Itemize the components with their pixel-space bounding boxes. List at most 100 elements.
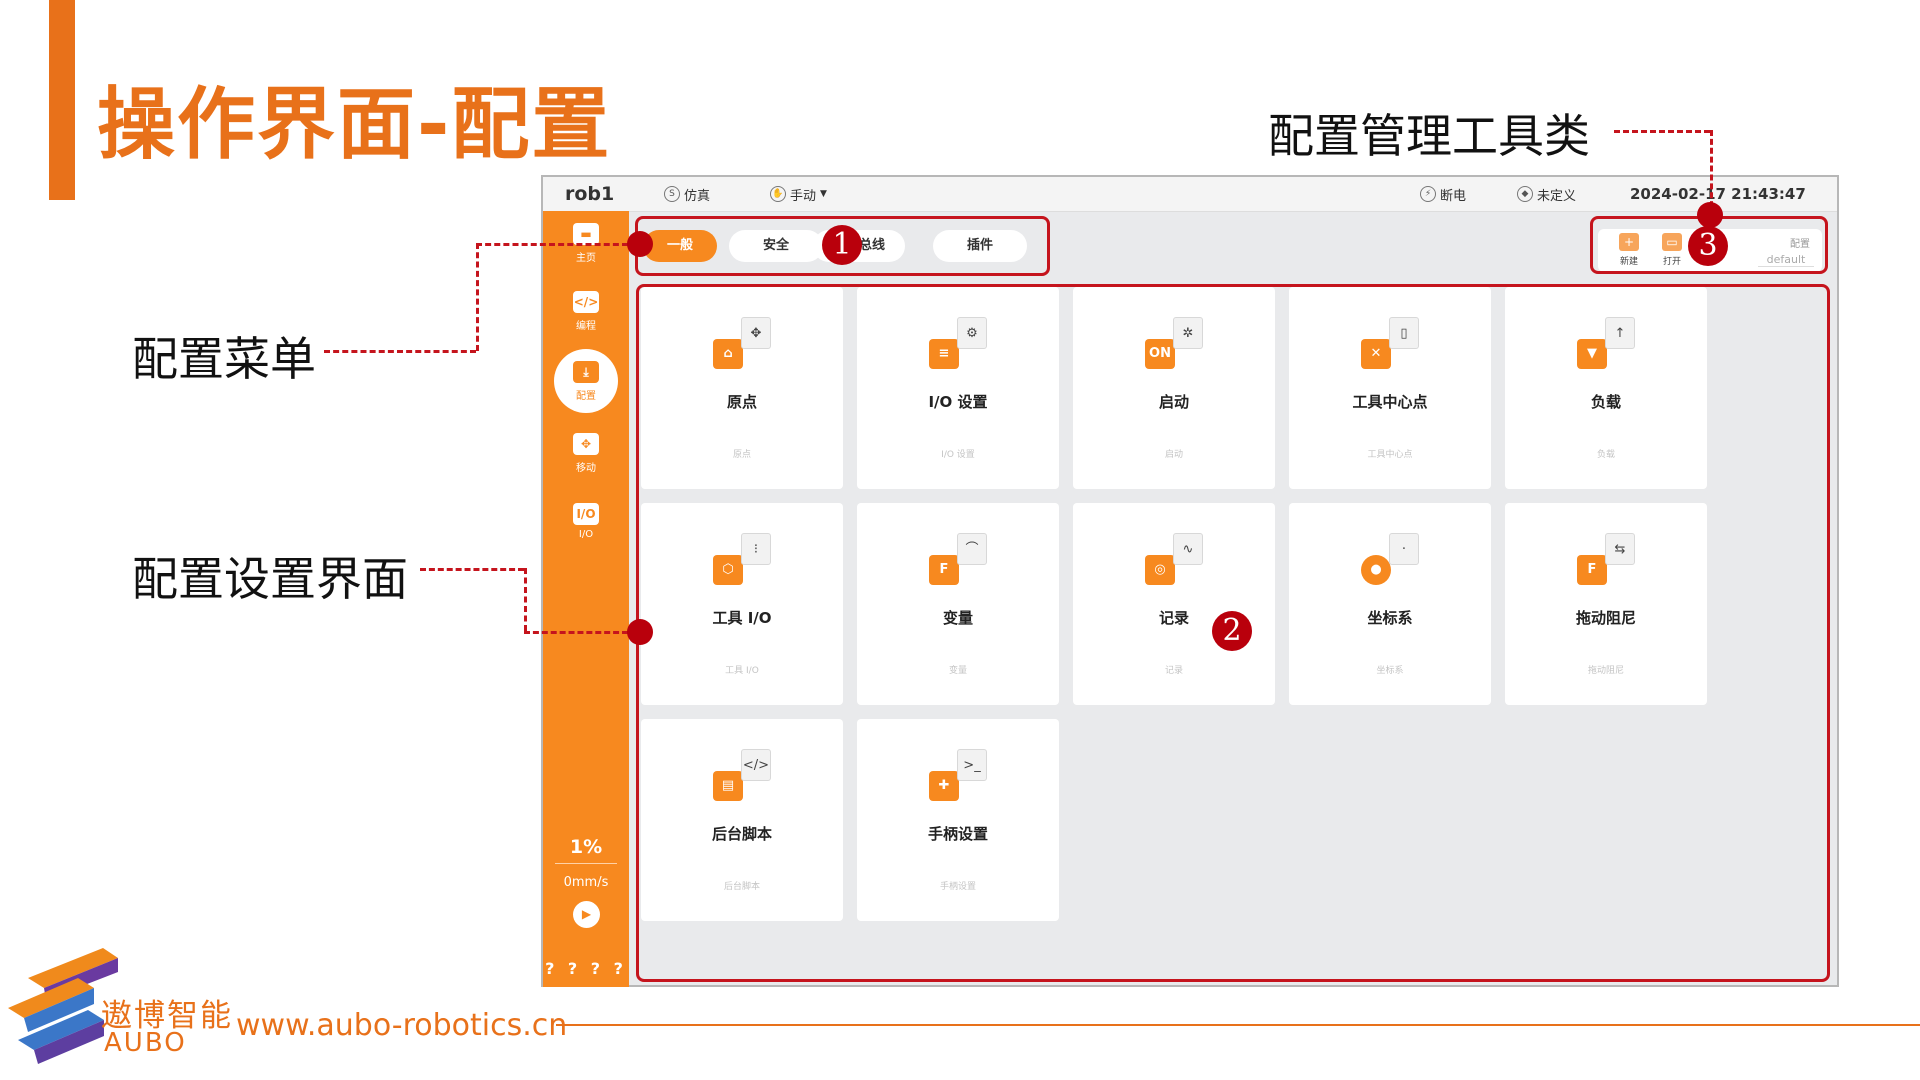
connector-line — [420, 568, 524, 571]
code-icon: </> — [573, 291, 599, 313]
brand-name-cn: 遨博智能 — [101, 998, 233, 1034]
power-status-label: 断电 — [1440, 188, 1467, 204]
sim-mode-label: 仿真 — [684, 188, 711, 204]
card-subtitle: 工具中心点 — [1367, 450, 1413, 460]
connector-line — [476, 243, 479, 351]
payload-icon: ▼↑ — [1577, 317, 1635, 369]
card-title: 拖动阻尼 — [1575, 609, 1636, 627]
config-icon: ⤓ — [573, 361, 599, 383]
drag-damping-icon: F⇆ — [1577, 533, 1635, 585]
sidebar-item-io[interactable]: I/O I/O — [543, 493, 629, 553]
card-coordinate[interactable]: ●· 坐标系 坐标系 — [1289, 503, 1491, 705]
config-label: 配置 — [1790, 239, 1810, 250]
sidebar-item-move[interactable]: ✥ 移动 — [543, 423, 629, 483]
card-startup[interactable]: ON✲ 启动 启动 — [1073, 287, 1275, 489]
badge-3: 3 — [1688, 226, 1728, 266]
card-subtitle: 记录 — [1164, 666, 1183, 676]
card-payload[interactable]: ▼↑ 负载 负载 — [1505, 287, 1707, 489]
marker-dot — [627, 231, 653, 257]
handle-settings-icon: ✚>_ — [929, 749, 987, 801]
speed-percent[interactable]: 1% — [569, 836, 603, 858]
website-link[interactable]: www.aubo-robotics.cn — [236, 1008, 568, 1043]
tab-plugins[interactable]: 插件 — [933, 230, 1027, 262]
move-icon: ✥ — [573, 433, 599, 455]
card-record[interactable]: ◎∿ 记录 记录 — [1073, 503, 1275, 705]
power-icon: ⚡ — [1420, 186, 1436, 202]
card-tool-io[interactable]: ⬡⁝ 工具 I/O 工具 I/O — [641, 503, 843, 705]
callout-config-panel: 配置设置界面 — [132, 552, 408, 606]
card-subtitle: 坐标系 — [1376, 666, 1404, 676]
background-script-icon: ▤</> — [713, 749, 771, 801]
card-io-settings[interactable]: ≡⚙ I/O 设置 I/O 设置 — [857, 287, 1059, 489]
sim-mode-button[interactable]: S 仿真 — [664, 177, 710, 211]
card-title: 原点 — [726, 393, 757, 411]
card-title: 工具中心点 — [1352, 393, 1428, 411]
connector-line — [524, 568, 527, 631]
card-title: 负载 — [1590, 393, 1621, 411]
card-subtitle: 启动 — [1164, 450, 1183, 460]
sidebar-item-label: 主页 — [576, 253, 596, 264]
brand-name-en: AUBO — [104, 1028, 187, 1058]
sidebar-item-program[interactable]: </> 编程 — [543, 281, 629, 341]
card-title: I/O 设置 — [928, 393, 988, 411]
io-settings-icon: ≡⚙ — [929, 317, 987, 369]
top-bar: rob1 S 仿真 ✋ 手动 ▼ ⚡ 断电 ◆ 未定义 2024-02-17 2… — [543, 177, 1837, 212]
marker-dot — [627, 619, 653, 645]
open-config-button[interactable]: ▭ 打开 — [1655, 233, 1689, 267]
footer-line — [556, 1024, 1920, 1026]
connector-line — [524, 631, 628, 634]
variable-icon: F⌒ — [929, 533, 987, 585]
sidebar-item-config[interactable]: ⤓ 配置 — [554, 349, 618, 413]
card-subtitle: 拖动阻尼 — [1587, 666, 1624, 676]
card-title: 后台脚本 — [711, 825, 772, 843]
open-config-label: 打开 — [1662, 257, 1681, 267]
card-subtitle: 变量 — [948, 666, 967, 676]
coordinate-icon: ●· — [1361, 533, 1419, 585]
sidebar-item-home[interactable]: ▬ 主页 — [543, 213, 629, 273]
home-icon: ▬ — [573, 223, 599, 245]
card-drag-damping[interactable]: F⇆ 拖动阻尼 拖动阻尼 — [1505, 503, 1707, 705]
card-title: 启动 — [1158, 393, 1189, 411]
hand-icon: ✋ — [770, 186, 786, 202]
marker-dot — [1697, 202, 1723, 228]
new-config-button[interactable]: + 新建 — [1612, 233, 1646, 267]
card-subtitle: 工具 I/O — [725, 666, 759, 676]
tool-io-icon: ⬡⁝ — [713, 533, 771, 585]
sidebar-footer: ? ? ? ? — [545, 959, 627, 978]
slide-title: 操作界面-配置 — [97, 80, 612, 170]
sidebar-item-label: 编程 — [576, 321, 596, 332]
accent-bar — [49, 0, 75, 200]
simulation-icon: S — [664, 186, 680, 202]
power-status[interactable]: ⚡ 断电 — [1420, 177, 1466, 211]
config-name-field[interactable]: default — [1758, 253, 1814, 267]
speed-value: 0mm/s — [563, 875, 609, 890]
safety-status-label: 未定义 — [1537, 188, 1577, 204]
aubo-logo-icon — [8, 948, 118, 1064]
shield-icon: ◆ — [1517, 186, 1533, 202]
card-tcp[interactable]: ✕▯ 工具中心点 工具中心点 — [1289, 287, 1491, 489]
badge-2: 2 — [1212, 611, 1252, 651]
connector-line — [476, 243, 628, 246]
card-handle-settings[interactable]: ✚>_ 手柄设置 手柄设置 — [857, 719, 1059, 921]
play-icon[interactable]: ▶ — [573, 901, 600, 928]
startup-icon: ON✲ — [1145, 317, 1203, 369]
new-config-label: 新建 — [1619, 257, 1638, 267]
card-subtitle: 负载 — [1596, 450, 1615, 460]
badge-1: 1 — [822, 225, 862, 265]
card-home-position[interactable]: ⌂✥ 原点 原点 — [641, 287, 843, 489]
control-mode-dropdown[interactable]: ✋ 手动 ▼ — [770, 177, 827, 211]
safety-status[interactable]: ◆ 未定义 — [1517, 177, 1576, 211]
datetime: 2024-02-17 21:43:47 — [1630, 185, 1806, 203]
new-file-icon: + — [1619, 233, 1639, 251]
connector-line — [1710, 130, 1713, 216]
card-subtitle: I/O 设置 — [941, 450, 975, 460]
tab-general[interactable]: 一般 — [643, 230, 717, 262]
card-title: 工具 I/O — [712, 609, 772, 627]
card-title: 坐标系 — [1367, 609, 1413, 627]
card-background-script[interactable]: ▤</> 后台脚本 后台脚本 — [641, 719, 843, 921]
tab-safety[interactable]: 安全 — [729, 230, 823, 262]
card-variables[interactable]: F⌒ 变量 变量 — [857, 503, 1059, 705]
record-icon: ◎∿ — [1145, 533, 1203, 585]
card-subtitle: 原点 — [732, 450, 751, 460]
card-title: 记录 — [1158, 609, 1189, 627]
